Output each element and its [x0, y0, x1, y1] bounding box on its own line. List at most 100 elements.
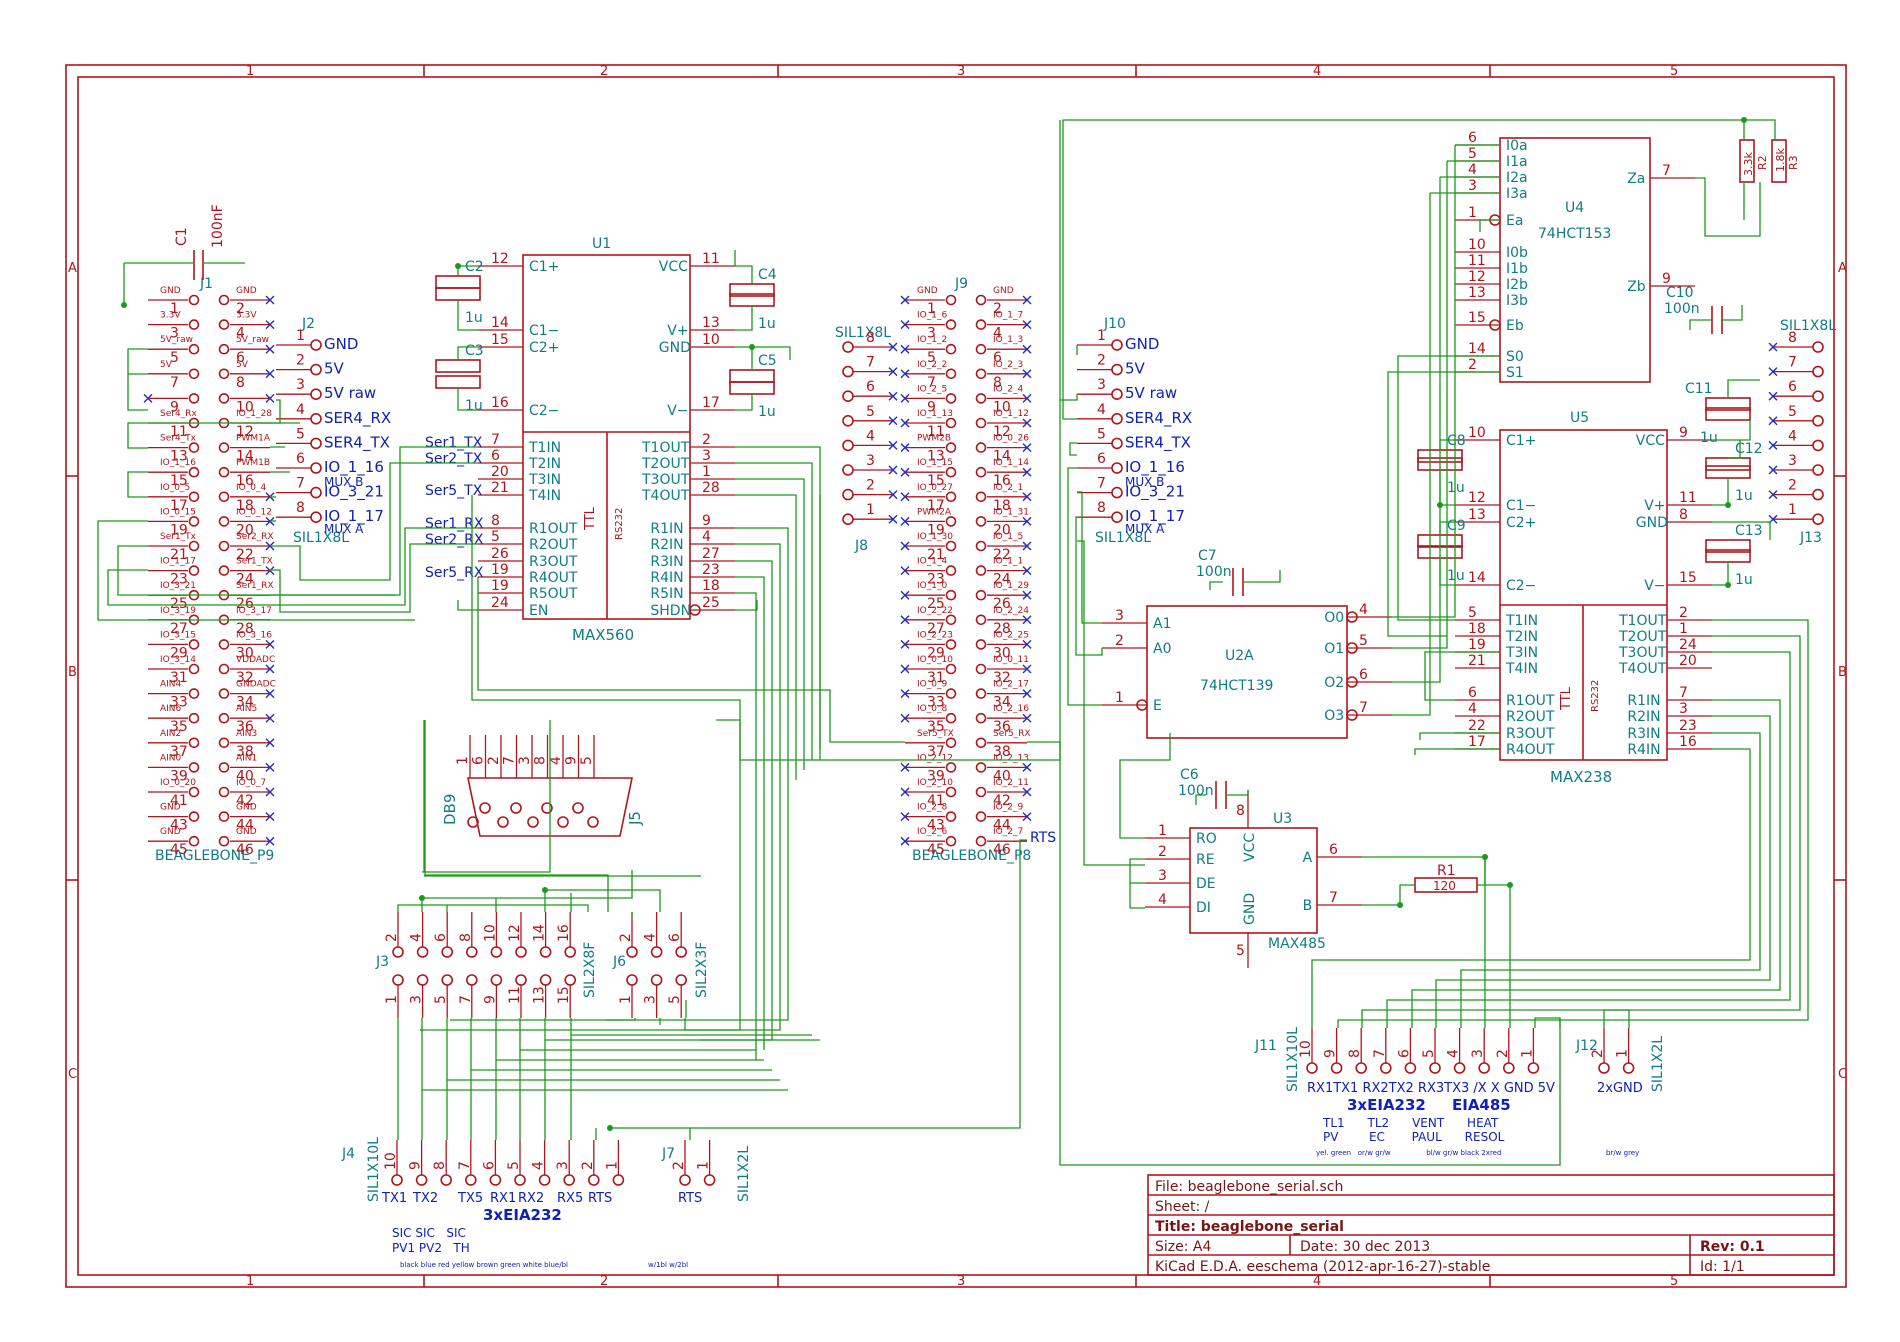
ic-pin-number: 17 — [1468, 734, 1486, 750]
header-pin-number: 27 — [927, 621, 945, 637]
header-pin-name: PWM2A — [917, 507, 952, 517]
header-pin-hole — [188, 835, 200, 847]
sil-pin-hole — [310, 486, 322, 499]
header-pin-number: 36 — [993, 719, 1011, 735]
u1-rs232: RS232 — [614, 508, 625, 540]
no-connect-mark — [888, 416, 898, 426]
j6-pin-number: 1 — [618, 995, 634, 1004]
r1-ref: R1 — [1437, 863, 1456, 879]
j3-pin-number: 9 — [482, 995, 498, 1004]
wire — [1397, 355, 1500, 621]
j4-tx1: TX1 — [381, 1191, 407, 1206]
ic-pin-number: 23 — [702, 562, 720, 578]
header-pin-hole — [218, 540, 230, 552]
header-pin-number: 32 — [993, 670, 1011, 686]
sil-pin-number: 8 — [1788, 330, 1797, 346]
no-connect-mark — [1022, 443, 1032, 453]
no-connect-mark — [1022, 762, 1032, 772]
header-pin-number: 7 — [170, 375, 179, 391]
header-pin-hole — [188, 319, 200, 330]
db9-label: DB9 — [441, 794, 459, 825]
header-pin-number: 23 — [170, 572, 188, 588]
no-connect-mark — [900, 541, 910, 551]
sil-pin-hole — [587, 1174, 600, 1186]
db9-pin-hole — [557, 816, 569, 828]
no-connect-mark — [1022, 516, 1032, 526]
ic-pin-number: 14 — [1468, 341, 1486, 357]
ic-pin-number: 3 — [1679, 701, 1688, 717]
junction-dot — [121, 302, 127, 308]
header-pin-number: 27 — [170, 621, 188, 637]
header-pin-name: IO_0_11 — [993, 655, 1029, 665]
ic-pin-name: V− — [667, 403, 688, 419]
header-pin-hole — [975, 491, 987, 503]
header-pin-hole — [188, 368, 200, 380]
header-pin-hole — [975, 565, 987, 576]
u1-ref: U1 — [592, 236, 611, 252]
tb-file: File: beaglebone_serial.sch — [1155, 1179, 1343, 1195]
no-connect-mark — [900, 566, 910, 576]
header-pin-name: GND — [160, 286, 181, 296]
header-pin-hole — [188, 393, 200, 404]
no-connect-mark — [1022, 344, 1032, 354]
sil-pin-number: 2 — [1495, 1049, 1511, 1058]
capacitor-plate — [729, 381, 775, 395]
header-pin-hole — [945, 393, 957, 404]
j3-pin-hole — [539, 946, 552, 958]
j4-rx5: RX5 — [557, 1191, 583, 1206]
header-pin-hole — [975, 368, 987, 380]
col-label: 5 — [1670, 1274, 1678, 1289]
header-pin-name: IO_0_4 — [236, 483, 266, 493]
header-pin-number: 32 — [236, 670, 254, 686]
j3-pin-hole — [490, 946, 503, 958]
capacitor-ref: C12 — [1735, 441, 1763, 457]
no-connect-mark — [1768, 391, 1778, 401]
header-pin-name: IO_0_7 — [236, 778, 266, 788]
ic-pin-name: I2b — [1506, 277, 1528, 293]
net-rts: RTS — [1030, 830, 1056, 846]
header-pin-hole — [945, 762, 957, 773]
j6-pin-hole — [626, 946, 638, 958]
no-connect-mark — [900, 689, 910, 699]
u1-ttl: TTL — [583, 506, 598, 531]
sil-pin-number: 3 — [296, 377, 305, 393]
col-label: 5 — [1670, 64, 1678, 79]
j2-value: SIL1X8L — [293, 530, 349, 546]
j11-group2: EIA485 — [1452, 1096, 1511, 1114]
ic-pin-number: 22 — [1468, 718, 1486, 734]
wire — [689, 839, 1027, 1140]
wire — [1067, 467, 1102, 706]
header-pin-number: 6 — [236, 350, 245, 366]
header-pin-name: IO_0_20 — [160, 778, 196, 788]
j9-value: BEAGLEBONE_P8 — [912, 848, 1031, 864]
ic-pin-number: 4 — [702, 529, 711, 545]
capacitor-ref: C8 — [1447, 433, 1466, 449]
ic-pin-number: 5 — [491, 529, 500, 545]
header-pin-name: IO_3_16 — [236, 630, 272, 640]
capacitor-ref: C10 — [1666, 285, 1694, 301]
j3-pin-number: 11 — [507, 986, 523, 1004]
header-pin-hole — [188, 565, 200, 576]
header-pin-number: 30 — [993, 645, 1011, 661]
sil-pin-label: IO_1_16 — [324, 458, 384, 477]
db9-pin-number: 8 — [533, 756, 549, 765]
j4-group: 3xEIA232 — [483, 1206, 562, 1224]
sil-pin-number: 4 — [296, 402, 305, 418]
header-pin-number: 28 — [993, 621, 1011, 637]
ic-pin-number: 7 — [1359, 700, 1368, 716]
j3-pin-hole — [416, 974, 429, 986]
ic-pin-number: 18 — [1468, 621, 1486, 637]
header-pin-number: 45 — [170, 842, 188, 858]
sil-pin-number: 3 — [1788, 453, 1797, 469]
header-pin-hole — [218, 786, 230, 798]
header-pin-name: IO_1_14 — [993, 458, 1029, 468]
header-pin-name: IO_1_29 — [993, 581, 1029, 591]
header-pin-number: 42 — [993, 793, 1011, 809]
header-pin-hole — [945, 294, 957, 306]
j4-sub1: SIC SIC SIC — [392, 1226, 466, 1240]
wire — [117, 446, 478, 596]
ic-pin-number: 11 — [702, 251, 720, 267]
